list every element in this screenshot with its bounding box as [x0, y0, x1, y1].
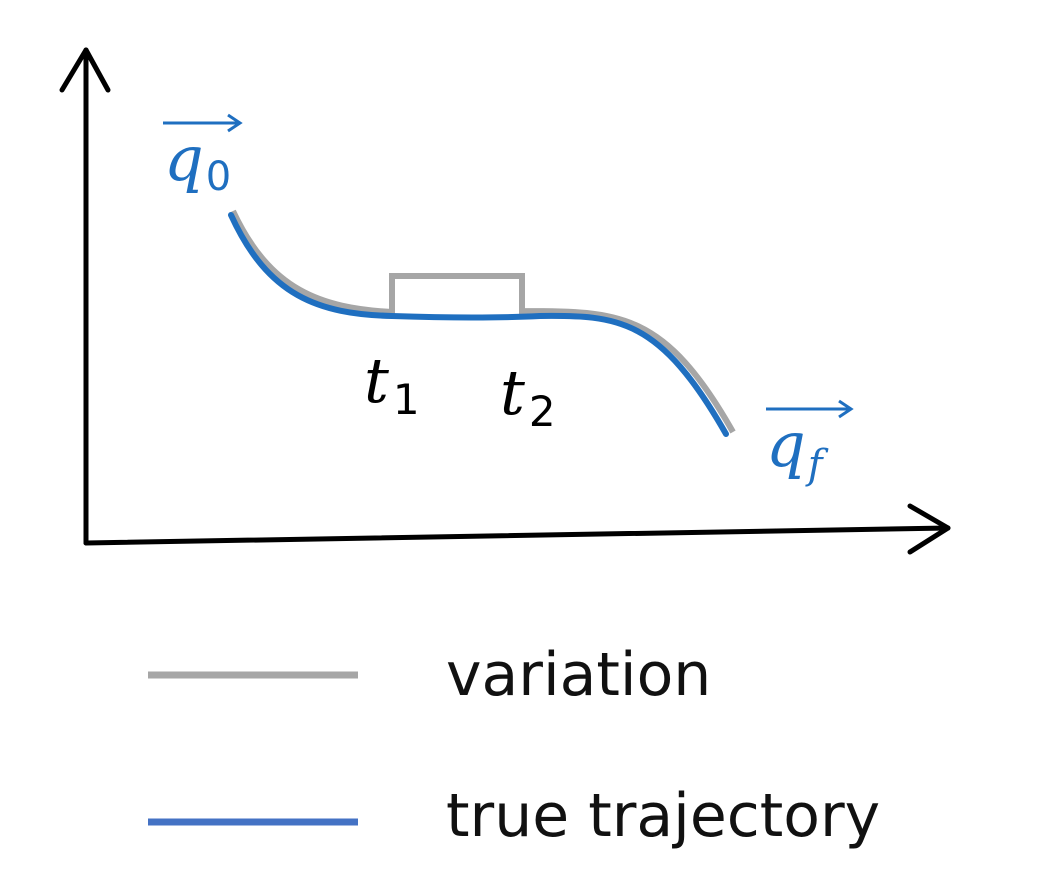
legend-label-true-trajectory: true trajectory [446, 781, 880, 851]
time-2-symbol: t [500, 356, 525, 429]
time-2-label: t2 [500, 356, 556, 436]
vector-arrow-head [227, 113, 243, 133]
final-state-symbol: q [766, 408, 806, 481]
true-trajectory-curve [228, 212, 729, 437]
legend: variation true trajectory [148, 640, 880, 851]
legend-item-variation: variation [148, 640, 711, 710]
start-state-subscript: 0 [206, 154, 231, 200]
x-axis-arrowhead [907, 503, 951, 555]
x-axis [83, 525, 951, 546]
start-state-symbol: q [164, 122, 204, 195]
final-state-subscript: f [805, 442, 829, 488]
vector-arrow-head [838, 399, 854, 419]
axes [59, 47, 951, 555]
start-state-label: q0 [163, 113, 243, 200]
time-2-subscript: 2 [529, 387, 556, 436]
legend-item-true-trajectory: true trajectory [148, 781, 880, 851]
time-1-label: t1 [364, 344, 420, 424]
time-1-symbol: t [364, 344, 389, 417]
svg-text:q0: q0 [164, 122, 231, 200]
variation-curve [230, 209, 736, 434]
y-axis-arrowhead [59, 47, 111, 93]
svg-text:qf: qf [766, 408, 829, 488]
time-1-subscript: 1 [393, 375, 420, 424]
final-state-label: qf [766, 399, 854, 488]
legend-label-variation: variation [446, 640, 711, 710]
